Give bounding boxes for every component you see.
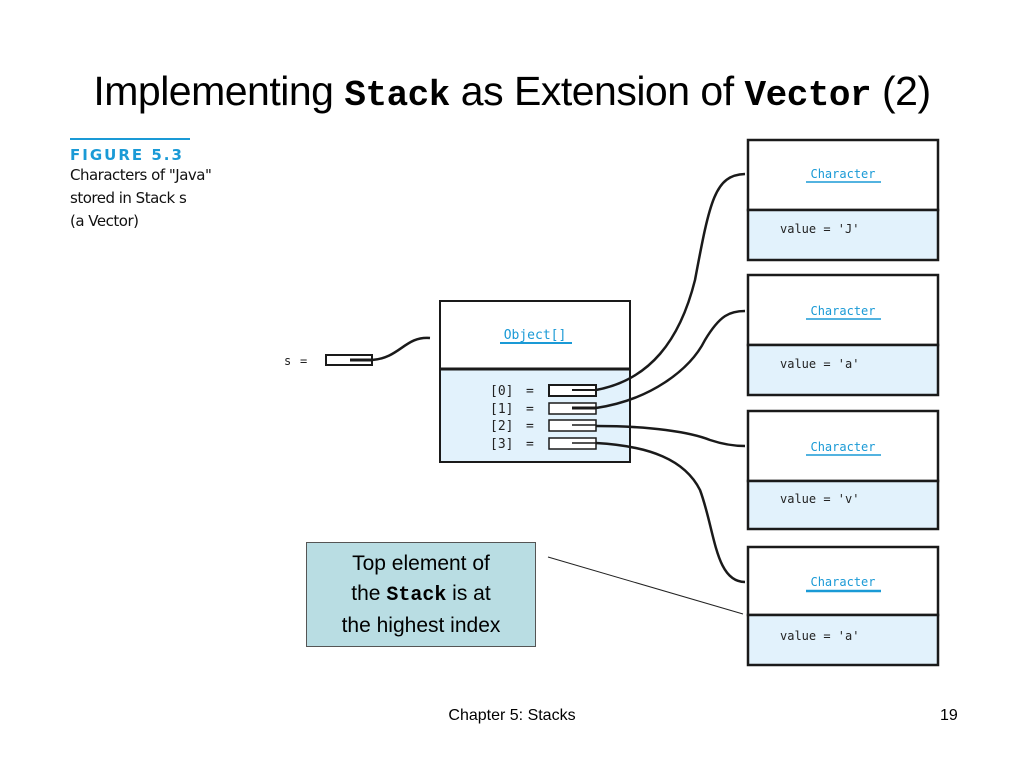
array-index: [1] [490, 402, 513, 417]
figure-label: FIGURE 5.3 [70, 146, 184, 164]
title-code-vector: Vector [744, 75, 872, 116]
title-code-stack: Stack [344, 75, 450, 116]
array-equals: = [526, 384, 534, 399]
array-body [439, 368, 631, 463]
character-value: value = 'a' [780, 357, 859, 371]
character-object: Character value = 'a' [746, 545, 940, 667]
figure-caption-line: (a Vector) [70, 212, 139, 230]
callout-line: Top element of [352, 552, 490, 575]
callout-note: Top element of the Stack is at the highe… [306, 542, 536, 647]
variable-equals: = [300, 354, 307, 368]
array-entry: [1] = [490, 402, 597, 417]
character-type-label: Character [810, 575, 875, 589]
character-header [746, 273, 940, 347]
footer-chapter: Chapter 5: Stacks [448, 707, 576, 724]
character-value: value = 'v' [780, 492, 859, 506]
array-index: [0] [490, 384, 513, 399]
title-prefix: Implementing [93, 68, 345, 114]
character-value: value = 'J' [780, 222, 859, 236]
character-body [746, 613, 940, 667]
callout-line: the Stack is at [307, 579, 535, 611]
character-object: Character value = 'v' [746, 409, 940, 531]
figure-caption-line: Characters of "Java" [70, 166, 212, 184]
footer-page-number: 19 [940, 707, 958, 724]
array-index: [3] [490, 437, 513, 452]
character-value: value = 'a' [780, 629, 859, 643]
character-body [746, 208, 940, 262]
character-object: Character value = 'a' [746, 273, 940, 397]
title-suffix: (2) [871, 68, 931, 114]
character-object: Character value = 'J' [746, 138, 940, 262]
title-middle: as Extension of [449, 68, 745, 114]
character-header [746, 138, 940, 212]
pointer-to-character-3 [595, 441, 746, 584]
character-header [746, 545, 940, 617]
character-type-label: Character [810, 440, 875, 454]
callout-leader-line [547, 556, 744, 615]
figure-caption: FIGURE 5.3 Characters of "Java" stored i… [70, 138, 260, 233]
character-body [746, 479, 940, 531]
array-entry: [0] = [490, 384, 597, 399]
character-header [746, 409, 940, 483]
figure-caption-line: stored in Stack s [70, 189, 187, 207]
variable-name: s [284, 354, 291, 368]
variable-pointer [371, 336, 431, 362]
callout-line: the highest index [341, 614, 501, 637]
array-object: Object[] [0] = [1] = [2] = [3] = [439, 300, 631, 463]
array-equals: = [526, 402, 534, 417]
array-equals: = [526, 419, 534, 434]
array-type-label: Object[] [504, 328, 567, 343]
pointer-to-character-0 [595, 172, 746, 392]
pointer-to-character-1 [595, 309, 746, 410]
character-type-label: Character [810, 167, 875, 181]
pointer-to-character-2 [595, 424, 746, 448]
callout-text: is at [446, 582, 491, 605]
character-type-label: Character [810, 304, 875, 318]
callout-text: the [351, 582, 387, 605]
array-entry: [3] = [490, 437, 597, 452]
callout-code-stack: Stack [386, 584, 447, 607]
array-equals: = [526, 437, 534, 452]
figure-rule [70, 138, 190, 140]
array-index: [2] [490, 419, 513, 434]
character-body [746, 343, 940, 397]
array-entry: [2] = [490, 419, 597, 434]
slide-title: Implementing Stack as Extension of Vecto… [0, 68, 1024, 116]
